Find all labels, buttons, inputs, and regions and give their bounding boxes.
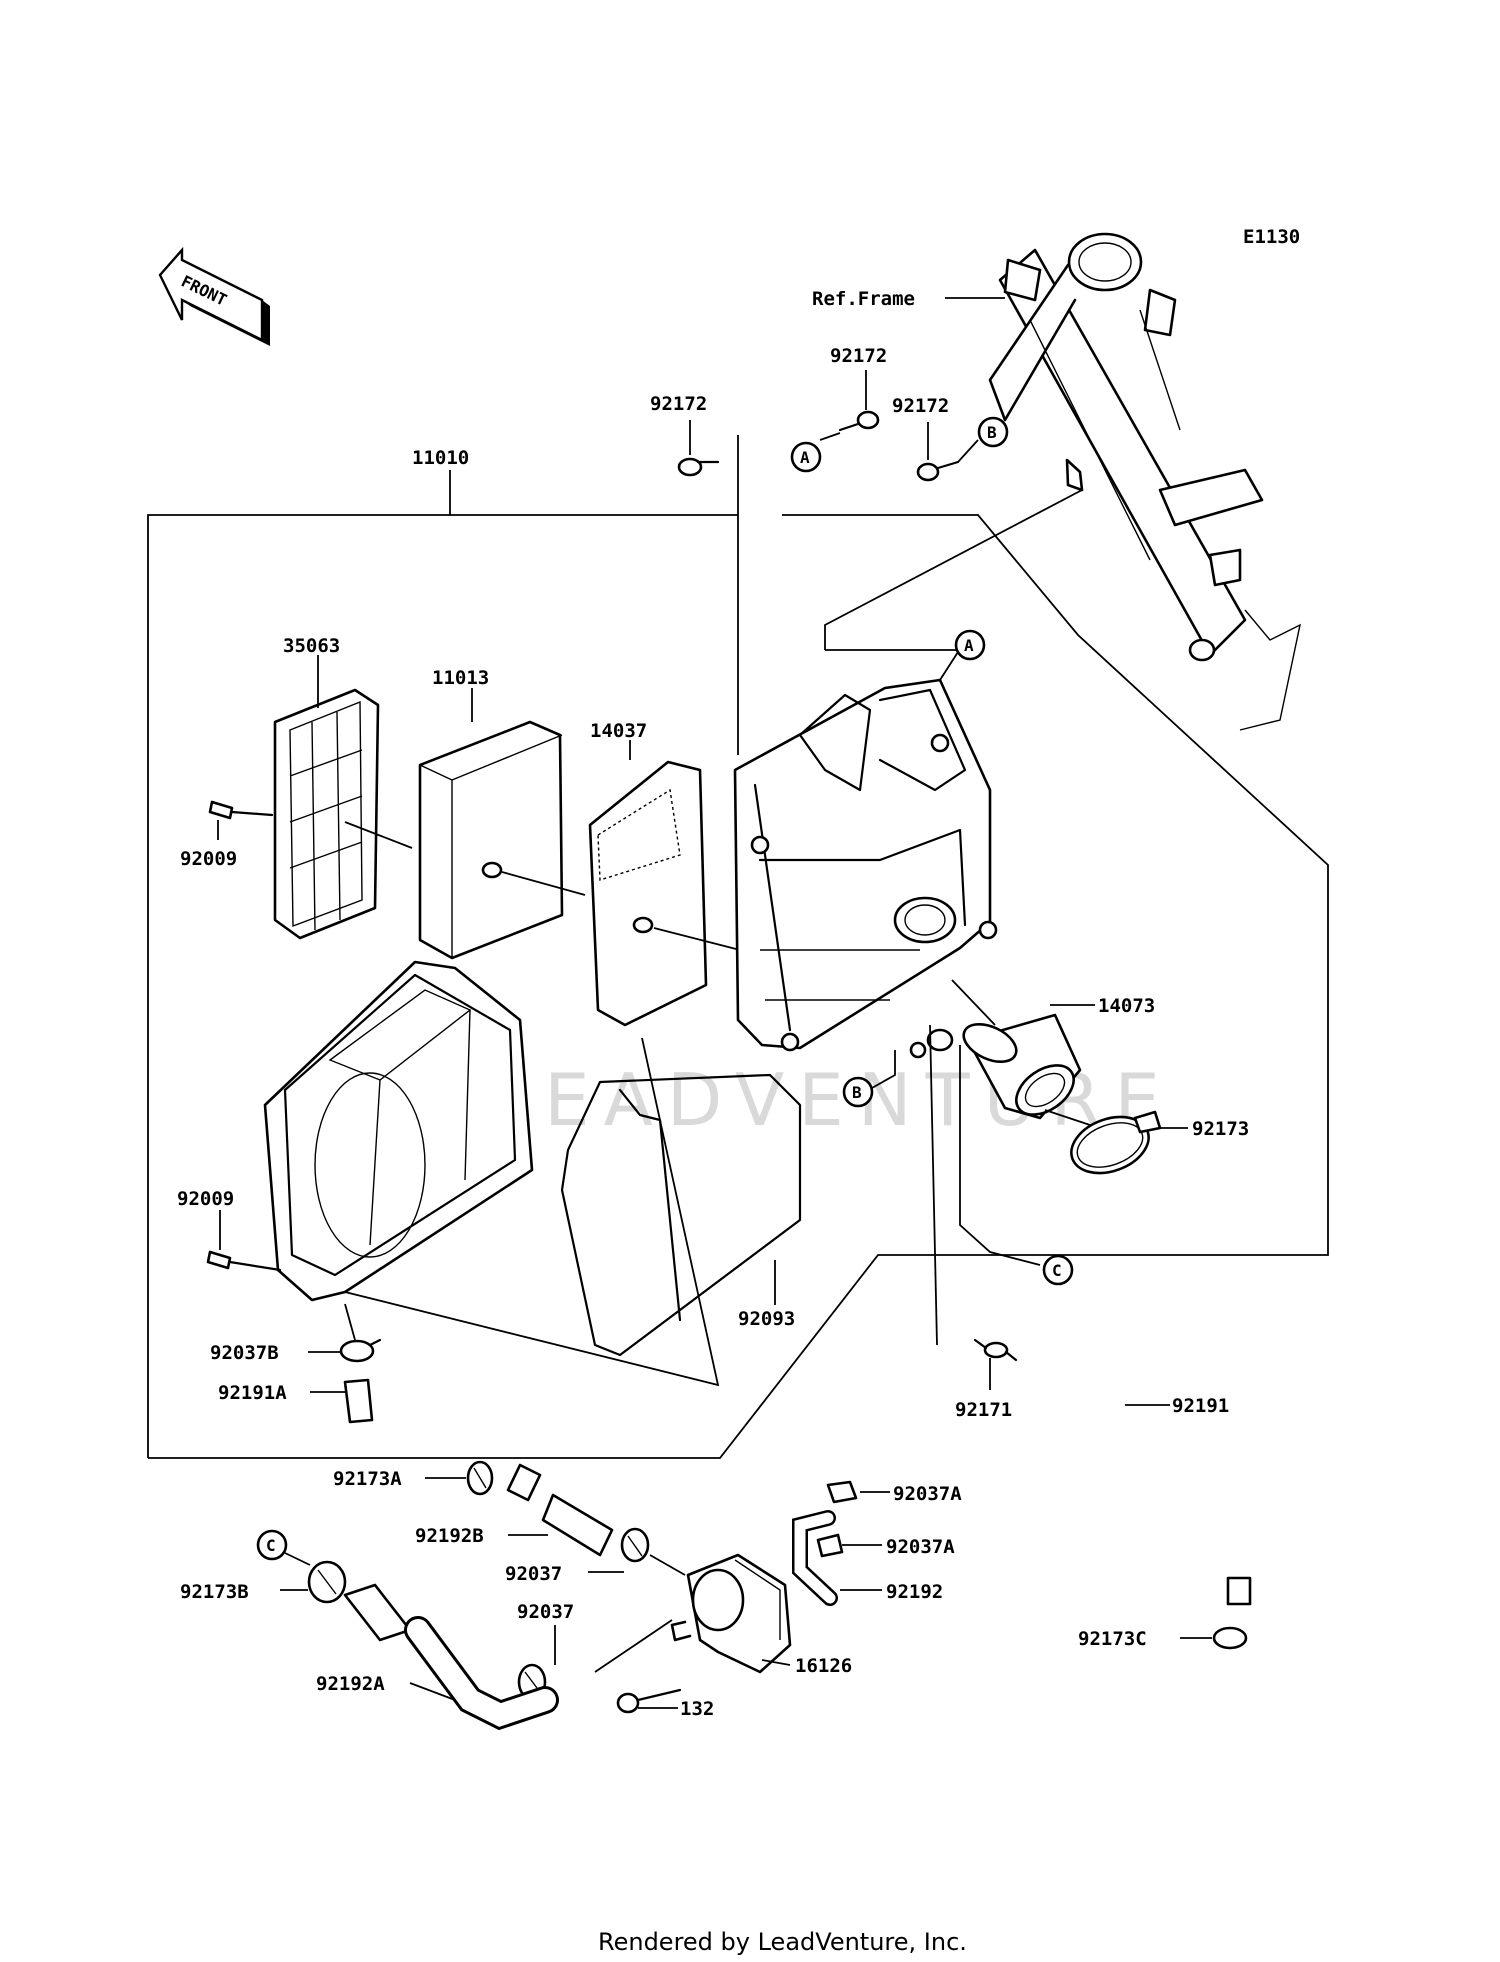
svg-text:B: B	[852, 1083, 862, 1102]
front-arrow-icon: FRONT	[158, 246, 270, 346]
screw-92172-top	[677, 457, 720, 477]
part-label-92172-top: 92172	[650, 393, 707, 415]
part-label-92009-top: 92009	[180, 848, 237, 870]
hose-92192A	[343, 1583, 559, 1731]
diagram-code: E1130	[1243, 226, 1300, 248]
svg-text:A: A	[964, 636, 974, 655]
part-label-92172-a: 92172	[830, 345, 887, 367]
hose-92192B	[506, 1463, 614, 1557]
footer-credit: Rendered by LeadVenture, Inc.	[598, 1928, 967, 1956]
air-box-housing	[733, 678, 998, 1059]
clip-92037A-lower	[816, 1533, 844, 1558]
ref-frame-drawing	[988, 232, 1301, 731]
part-label-92192A: 92192A	[316, 1673, 385, 1695]
part-label-14073: 14073	[1098, 995, 1155, 1017]
part-label-92192B: 92192B	[415, 1525, 484, 1547]
svg-text:A: A	[800, 448, 810, 467]
part-label-92173B: 92173B	[180, 1581, 249, 1603]
callout-c-1: C	[959, 1045, 1074, 1286]
bolt-132	[616, 1688, 682, 1714]
svg-text:B: B	[987, 423, 997, 442]
part-label-92037B: 92037B	[210, 1342, 279, 1364]
screen-14037	[588, 760, 708, 1027]
part-label-92172-b: 92172	[892, 395, 949, 417]
callout-a-1: A	[790, 432, 841, 473]
clamp-92173	[1070, 1110, 1162, 1175]
part-label-92037A-1: 92037A	[893, 1483, 962, 1505]
part-label-92171: 92171	[955, 1399, 1012, 1421]
part-label-92173C: 92173C	[1078, 1628, 1147, 1650]
part-label-92009-bottom: 92009	[177, 1188, 234, 1210]
part-label-92037A-2: 92037A	[886, 1536, 955, 1558]
clip-92037-upper	[620, 1527, 650, 1563]
part-label-132: 132	[680, 1698, 714, 1720]
foam-element-11013	[418, 720, 564, 960]
part-label-92037-b: 92037	[517, 1601, 574, 1623]
hose-92192	[792, 1510, 838, 1606]
ref-frame-label: Ref.Frame	[812, 288, 915, 310]
clamp-92173B	[307, 1560, 347, 1604]
tube-92191A	[343, 1378, 374, 1424]
part-label-92037-a: 92037	[505, 1563, 562, 1585]
part-label-11013: 11013	[432, 667, 489, 689]
callout-b-2: B	[842, 1050, 896, 1108]
duct-14073	[962, 1013, 1082, 1120]
svg-text:C: C	[1052, 1261, 1062, 1280]
part-label-16126: 16126	[795, 1655, 852, 1677]
part-label-14037: 14037	[590, 720, 647, 742]
clip-92171	[973, 1338, 1018, 1362]
valve-16126	[670, 1553, 792, 1674]
screw-92172-a	[838, 410, 880, 432]
part-label-35063: 35063	[283, 635, 340, 657]
screw-92172-b	[916, 460, 960, 482]
part-label-92173A: 92173A	[333, 1468, 402, 1490]
callout-c-2: C	[256, 1529, 311, 1566]
grille-35063	[273, 688, 380, 940]
callout-b-1: B	[957, 416, 1009, 463]
clip-92037B	[339, 1338, 382, 1363]
part-label-92173: 92173	[1192, 1118, 1249, 1140]
part-label-92191: 92191	[1172, 1395, 1229, 1417]
part-label-92191A: 92191A	[218, 1382, 287, 1404]
clip-92037A-upper	[826, 1480, 858, 1504]
clamp-92173C	[1212, 1626, 1248, 1650]
clamp-92173A	[466, 1460, 494, 1496]
gasket-92093	[560, 1073, 802, 1357]
part-label-92192: 92192	[886, 1581, 943, 1603]
svg-text:C: C	[266, 1536, 276, 1555]
part-label-92093: 92093	[738, 1308, 795, 1330]
screw-92009-top	[208, 800, 274, 820]
callout-a-2: A	[939, 629, 986, 681]
part-label-11010: 11010	[412, 447, 469, 469]
air-box-lower-case	[263, 960, 534, 1302]
screw-92009-bottom	[206, 1250, 282, 1272]
hose-92191	[1019, 1339, 1252, 1626]
